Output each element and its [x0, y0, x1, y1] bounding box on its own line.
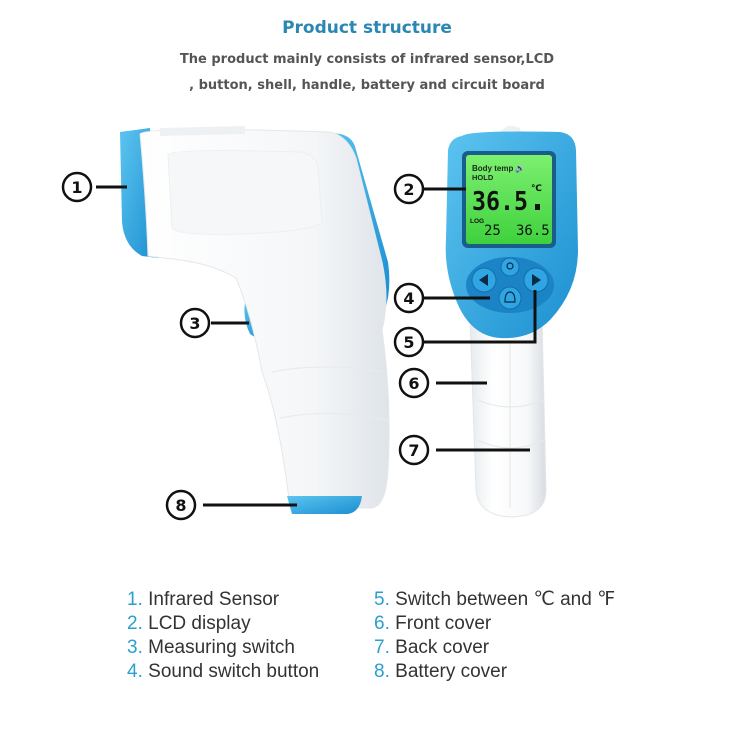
legend-number: 3.: [127, 637, 143, 658]
legend-right-column: 5. Switch between ℃ and ℉ 6. Front cover…: [374, 588, 615, 684]
legend-item: 3. Measuring switch: [127, 636, 319, 660]
legend-label: Infrared Sensor: [148, 589, 280, 610]
svg-text:1: 1: [71, 178, 82, 197]
subtitle-line-2: , button, shell, handle, battery and cir…: [189, 78, 545, 93]
legend-item: 7. Back cover: [374, 636, 615, 660]
lcd-display: [466, 155, 552, 244]
battery-cover: [287, 496, 362, 514]
light-button[interactable]: [500, 257, 520, 277]
left-arrow-icon: [479, 274, 488, 286]
bulb-icon: [506, 262, 514, 270]
legend-number: 5.: [374, 589, 390, 610]
handle-contour: [271, 366, 385, 373]
lcd-log-index: 25: [484, 223, 501, 239]
callout-2: 2: [393, 173, 425, 205]
svg-text:8: 8: [175, 496, 186, 515]
legend-label: Measuring switch: [148, 637, 295, 658]
speaker-icon: 🔊: [515, 163, 525, 173]
callout-3: 3: [179, 307, 211, 339]
callout-7: 7: [398, 434, 430, 466]
legend-label: Switch between ℃ and ℉: [395, 589, 616, 610]
callout-8: 8: [165, 489, 197, 521]
right-arrow-icon: [532, 274, 541, 286]
lcd-mode-label: Body temp: [472, 164, 513, 173]
side-view-thermometer: [120, 126, 390, 514]
legend-item: 1. Infrared Sensor: [127, 588, 319, 612]
svg-text:6: 6: [408, 374, 419, 393]
legend-label: Back cover: [395, 637, 490, 658]
callout-5: 5: [393, 326, 425, 358]
top-panel: [167, 150, 323, 235]
legend-item: 2. LCD display: [127, 612, 319, 636]
page-title: Product structure: [282, 18, 452, 38]
front-view-thermometer: Body temp 🔊 HOLD 36.5 ℃ LOG 25 36.5: [445, 125, 578, 518]
leader-line-5: [424, 290, 537, 344]
handle-contour: [477, 399, 545, 408]
legend-label: LCD display: [148, 613, 251, 634]
callout-leaders: [96, 185, 537, 507]
top-lip: [160, 126, 245, 136]
legend-item: 4. Sound switch button: [127, 660, 319, 684]
legend-left-column: 1. Infrared Sensor 2. LCD display 3. Mea…: [127, 588, 319, 684]
mode-button[interactable]: [498, 286, 522, 310]
svg-text:4: 4: [403, 289, 414, 308]
handle-contour: [477, 439, 545, 449]
callout-6: 6: [398, 367, 430, 399]
legend-number: 1.: [127, 589, 143, 610]
page-subtitle: The product mainly consists of infrared …: [0, 47, 734, 99]
lcd-log-label: LOG: [470, 218, 484, 225]
svg-text:3: 3: [189, 314, 200, 333]
svg-text:2: 2: [403, 180, 414, 199]
lcd-log-reading: 36.5: [516, 223, 550, 239]
lcd-main-reading: 36.5: [472, 187, 528, 217]
battery-indicator-icon: [535, 204, 540, 210]
callout-4: 4: [393, 282, 425, 314]
legend-label: Sound switch button: [148, 661, 320, 682]
svg-text:5: 5: [403, 333, 414, 352]
legend-number: 6.: [374, 613, 390, 634]
legend-number: 4.: [127, 661, 143, 682]
legend-item: 5. Switch between ℃ and ℉: [374, 588, 615, 612]
callout-1: 1: [61, 171, 93, 203]
lcd-unit: ℃: [531, 184, 542, 194]
legend-number: 7.: [374, 637, 390, 658]
legend-item: 6. Front cover: [374, 612, 615, 636]
bell-icon: [504, 291, 516, 303]
legend-number: 8.: [374, 661, 390, 682]
legend-number: 2.: [127, 613, 143, 634]
svg-text:7: 7: [408, 441, 419, 460]
callout-markers: 1 2 3 4 5 6 7 8: [61, 171, 430, 521]
handle-contour: [279, 412, 389, 421]
lcd-hold-label: HOLD: [472, 173, 494, 182]
legend-label: Front cover: [395, 613, 492, 634]
legend-item: 8. Battery cover: [374, 660, 615, 684]
legend-label: Battery cover: [395, 661, 508, 682]
subtitle-line-1: The product mainly consists of infrared …: [179, 52, 555, 67]
